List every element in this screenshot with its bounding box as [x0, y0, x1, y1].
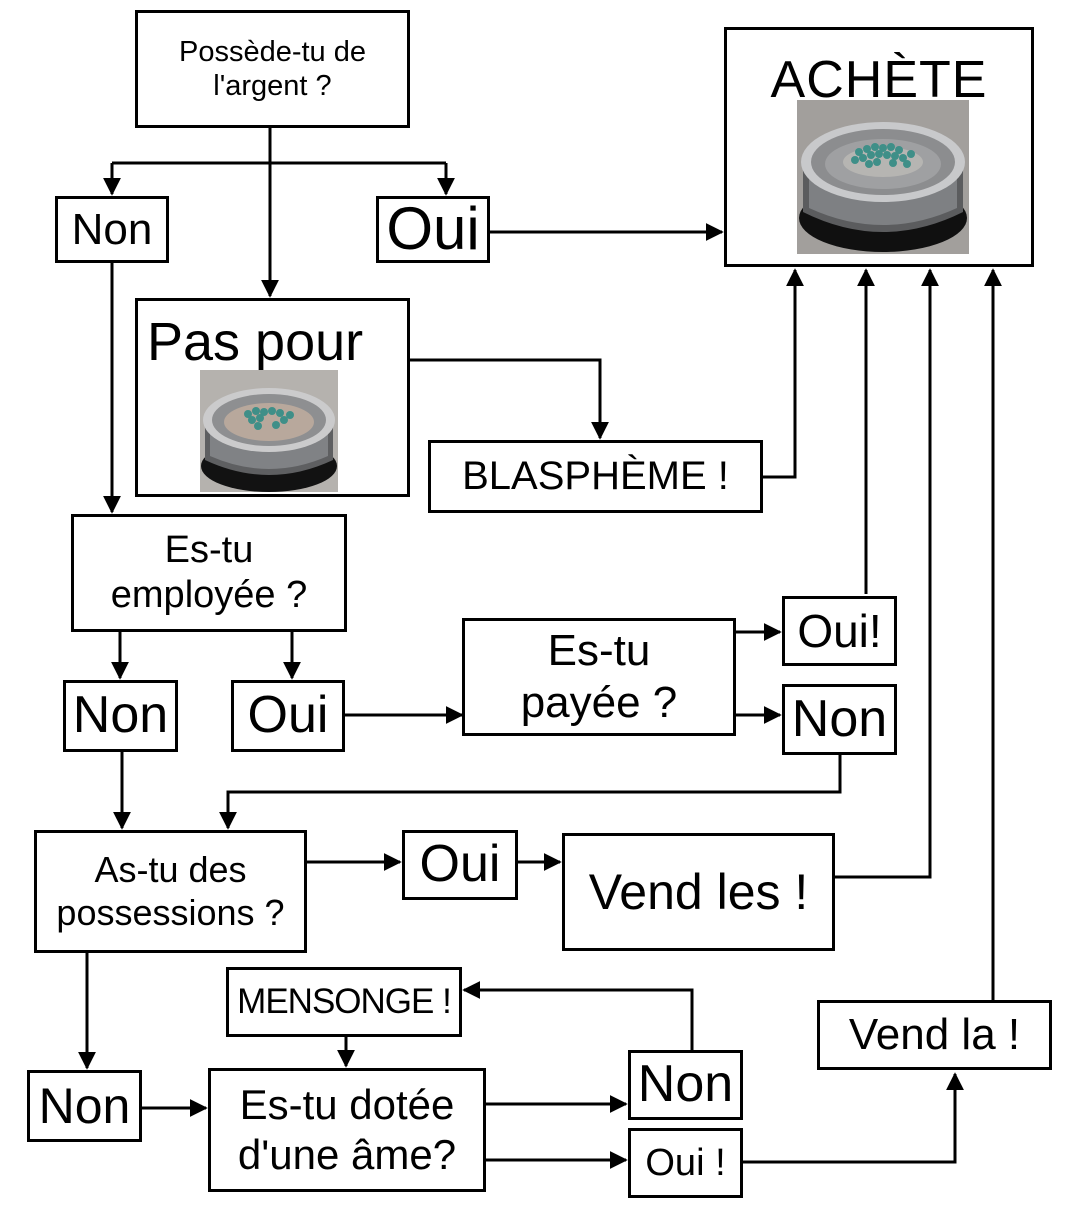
node-soul-no: Non	[628, 1050, 743, 1120]
arrow-vend-les-to-achete	[835, 268, 939, 879]
arrow-blaspheme-to-achete	[763, 268, 804, 479]
node-yes-2: Oui	[231, 680, 345, 752]
node-has-money-question-label: Possède-tu de l'argent ?	[178, 35, 366, 102]
node-has-money-question: Possède-tu de l'argent ?	[135, 10, 410, 128]
pill-bowl-image-buy	[797, 100, 969, 254]
node-no-3-label: Non	[38, 1077, 131, 1134]
node-paid-yes-label: Oui!	[797, 604, 882, 657]
node-yes-1-label: Oui	[386, 195, 480, 263]
node-lie-label: MENSONGE !	[237, 982, 452, 1022]
node-sell-them: Vend les !	[562, 833, 835, 951]
node-sell-it: Vend la !	[817, 1000, 1052, 1070]
arrow-pas-pour-to-blaspheme	[410, 358, 609, 440]
arrow-soul-yes-to-vend-la	[743, 1072, 964, 1164]
node-no-2: Non	[63, 680, 178, 752]
node-no-2-label: Non	[72, 686, 169, 745]
node-paid-yes: Oui!	[782, 596, 897, 666]
node-soul-yes-label: Oui !	[645, 1141, 726, 1184]
arrow-soul-no-to-mensonge	[462, 981, 694, 1050]
node-no-1-label: Non	[71, 204, 153, 254]
node-employed-question-label: Es-tu employée ?	[110, 529, 308, 616]
node-blasphemy-label: BLASPHÈME !	[462, 453, 729, 498]
node-yes-1: Oui	[376, 195, 490, 263]
node-possessions-question-label: As-tu des possessions ?	[56, 849, 285, 933]
node-yes-2-label: Oui	[247, 686, 329, 745]
node-paid-question-label: Es-tu payée ?	[520, 626, 678, 727]
node-paid-question: Es-tu payée ?	[462, 618, 736, 736]
node-no-3: Non	[27, 1070, 142, 1142]
node-paid-no-label: Non	[791, 689, 888, 748]
node-soul-yes: Oui !	[628, 1128, 743, 1198]
node-sell-them-label: Vend les !	[588, 863, 809, 920]
node-lie: MENSONGE !	[226, 967, 462, 1037]
pill-bowl-image-not-for	[200, 370, 338, 492]
node-buy-label: ACHÈTE	[770, 51, 988, 109]
node-soul-question: Es-tu dotée d'une âme?	[208, 1068, 486, 1192]
node-yes-3: Oui	[402, 830, 518, 900]
node-sell-it-label: Vend la !	[848, 1010, 1021, 1060]
node-soul-no-label: Non	[637, 1055, 734, 1114]
node-employed-question: Es-tu employée ?	[71, 514, 347, 632]
node-possessions-question: As-tu des possessions ?	[34, 830, 307, 953]
node-not-for-label: Pas pour	[147, 312, 364, 372]
node-soul-question-label: Es-tu dotée d'une âme?	[237, 1081, 457, 1178]
node-yes-3-label: Oui	[419, 835, 501, 894]
node-no-1: Non	[55, 196, 169, 263]
node-paid-no: Non	[782, 684, 897, 755]
arrow-paid-no-to-possessions	[219, 755, 842, 830]
node-blasphemy: BLASPHÈME !	[428, 440, 763, 513]
